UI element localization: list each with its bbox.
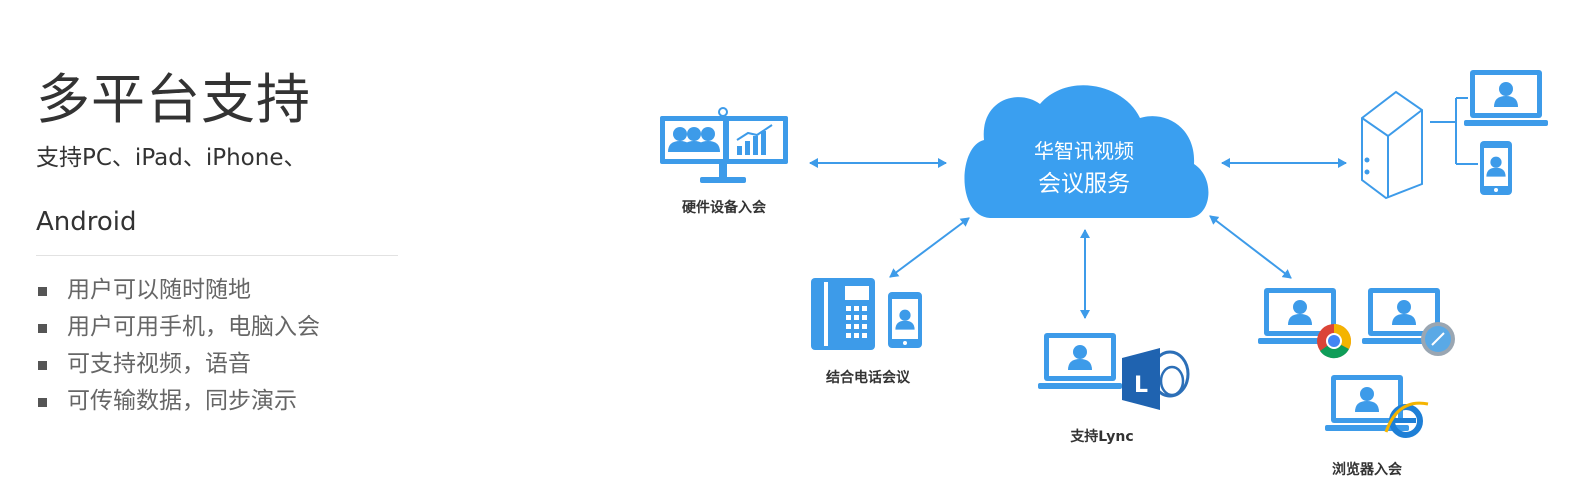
platform-subtitle-line2: Android [36, 207, 137, 238]
svg-text:L: L [1134, 373, 1148, 398]
feature-item: 用户可用手机，电脑入会 [36, 309, 398, 346]
bullet-icon [38, 287, 47, 297]
bullet-icon [38, 398, 47, 408]
ie-icon [1384, 401, 1429, 438]
page-title: 多平台支持 [36, 68, 311, 131]
feature-item: 可传输数据，同步演示 [36, 383, 398, 420]
cloud-title-line2: 会议服务 [1038, 171, 1130, 197]
feature-item: 用户可以随时随地 [36, 272, 398, 309]
intro-panel: 多平台支持 支持PC、iPad、iPhone、 Android 用户可以随时随地… [36, 70, 398, 420]
lync-laptop-icon [1038, 333, 1122, 389]
laptop-icon [1464, 70, 1548, 126]
hardware-label: 硬件设备入会 [682, 199, 767, 216]
divider [36, 255, 398, 257]
hardware-monitor-icon [660, 107, 788, 183]
lync-label: 支持Lync [1069, 428, 1133, 445]
feature-item: 可支持视频，语音 [36, 346, 398, 383]
server-icon [1361, 90, 1423, 200]
bullet-icon [38, 324, 47, 334]
mobile-phone-icon [1480, 141, 1512, 195]
cloud-service-icon [964, 85, 1209, 218]
server-branch-lines [1430, 97, 1478, 165]
arrow-browser [1209, 215, 1292, 279]
safari-icon [1421, 322, 1455, 356]
bullet-icon [38, 361, 47, 371]
smartphone-icon [888, 292, 922, 348]
platform-subtitle-line1: 支持PC、iPad、iPhone、 [36, 145, 307, 172]
feature-text: 用户可用手机，电脑入会 [67, 314, 320, 341]
browser-label: 浏览器入会 [1332, 461, 1403, 478]
lync-logo-icon: L [1122, 348, 1190, 410]
connector-arrows [809, 158, 1347, 319]
feature-text: 可支持视频，语音 [67, 351, 251, 378]
feature-list: 用户可以随时随地 用户可用手机，电脑入会 可支持视频，语音 可传输数据，同步演示 [36, 272, 398, 420]
cloud-title-line1: 华智讯视频 [1034, 139, 1134, 163]
arrow-phone [889, 217, 970, 278]
feature-text: 用户可以随时随地 [67, 277, 251, 304]
desk-phone-icon [811, 278, 875, 350]
chrome-icon [1317, 324, 1351, 359]
feature-text: 可传输数据，同步演示 [67, 388, 297, 415]
phone-label: 结合电话会议 [826, 369, 911, 386]
